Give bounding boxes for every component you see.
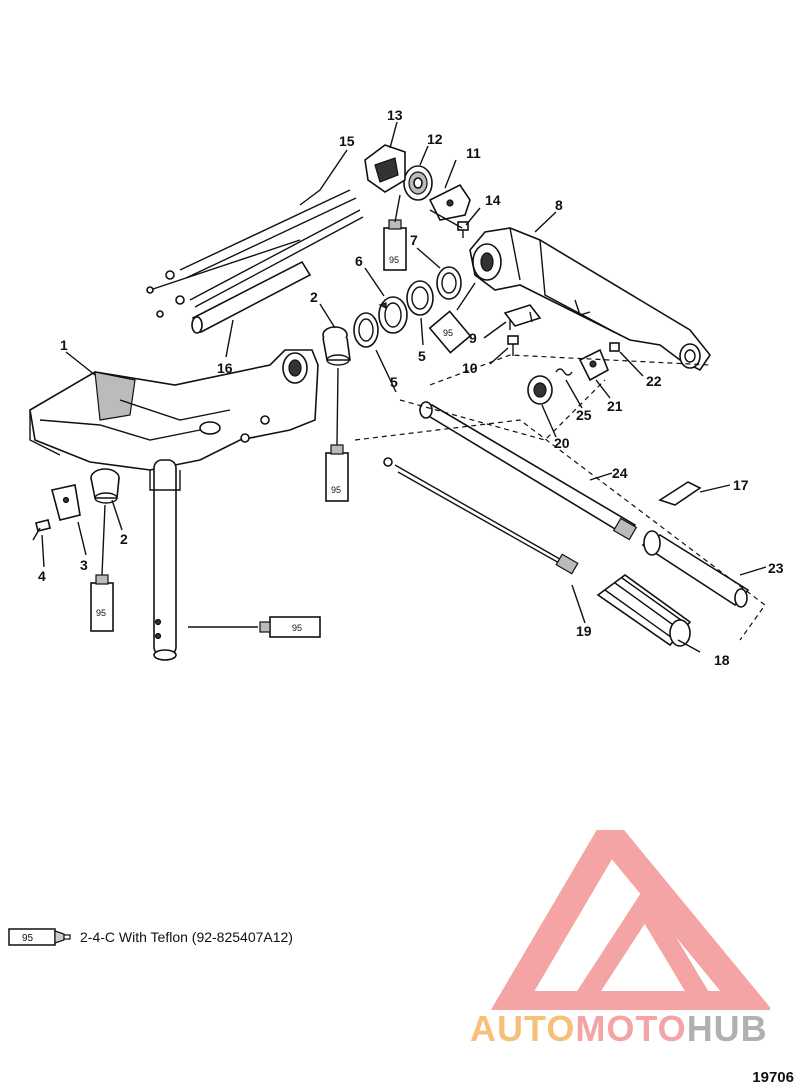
callout-22: 22: [646, 373, 662, 389]
part-1-bracket: [29, 349, 319, 661]
callout-2-center: 2: [310, 289, 318, 305]
callout-21: 21: [607, 398, 623, 414]
leader-lines: [41, 121, 767, 653]
part-2-bushing-center: [322, 326, 351, 366]
part-4-screw: [32, 519, 51, 541]
group-outline-lower: [354, 419, 766, 641]
svg-text:95: 95: [443, 328, 453, 338]
callout-15: 15: [339, 133, 355, 149]
part-16-sleeve: [191, 260, 312, 334]
part-17-band: [658, 481, 702, 506]
callout-24: 24: [612, 465, 628, 481]
part-10-screw: [507, 335, 519, 356]
part-19-cable: [383, 457, 579, 575]
group-outline-upper: [429, 354, 711, 386]
part-23-throttle-tube: [641, 530, 750, 608]
grease-tube-5: 95: [259, 616, 321, 638]
callout-1: 1: [60, 337, 68, 353]
callout-2-left: 2: [120, 531, 128, 547]
callout-19: 19: [576, 623, 592, 639]
callout-8: 8: [555, 197, 563, 213]
part-7-ring: [436, 266, 462, 300]
svg-text:95: 95: [389, 255, 399, 265]
callout-4: 4: [38, 568, 46, 584]
part-12-gear: [403, 165, 433, 201]
grease-tube-2: 95: [428, 310, 472, 354]
part-18-grip: [596, 574, 692, 647]
callout-11: 11: [466, 145, 481, 161]
part-5-washer-a: [353, 312, 379, 348]
watermark-moto: MOTO: [575, 1008, 687, 1049]
callout-9: 9: [469, 330, 477, 346]
part-5-washer-b: [406, 280, 434, 316]
svg-text:95: 95: [96, 608, 106, 618]
part-25-spring: [555, 368, 573, 376]
callout-5-upper: 5: [418, 348, 426, 364]
watermark-logo: [490, 830, 770, 1010]
callout-6: 6: [355, 253, 363, 269]
figure-number: 19706: [752, 1069, 794, 1086]
watermark-wordmark: AUTOMOTOHUB: [470, 1008, 768, 1050]
svg-text:95: 95: [331, 485, 341, 495]
grease-tube-4: 95: [90, 574, 114, 632]
part-20-knob: [527, 375, 553, 405]
part-21-bracket: [578, 348, 610, 382]
part-11-plate: [428, 183, 471, 221]
part-8-tiller-arm: [469, 227, 711, 372]
legend-tube-mark: 95: [22, 933, 34, 944]
svg-text:95: 95: [292, 623, 302, 633]
part-24-shaft: [419, 401, 638, 541]
callout-18: 18: [714, 652, 730, 668]
part-9-clip: [503, 304, 542, 330]
watermark-hub: HUB: [686, 1008, 768, 1049]
part-6-retainer: [378, 296, 408, 334]
part-2-bushing-left: [90, 468, 120, 504]
callout-3: 3: [80, 557, 88, 573]
callout-7: 7: [410, 232, 418, 248]
callout-20: 20: [554, 435, 570, 451]
part-3-plate: [51, 484, 81, 521]
callout-25: 25: [576, 407, 592, 423]
callout-13: 13: [387, 107, 403, 123]
legend: 95 2-4-C With Teflon (92-825407A12): [8, 926, 293, 948]
grease-tube-3: 95: [325, 444, 349, 502]
part-22-screw: [609, 342, 620, 352]
callout-16: 16: [217, 360, 233, 376]
callout-10: 10: [462, 360, 478, 376]
watermark-auto: AUTO: [470, 1008, 576, 1049]
callout-5-lower: 5: [390, 374, 398, 390]
callout-23: 23: [768, 560, 784, 576]
callout-14: 14: [485, 192, 501, 208]
part-15-cables: [146, 189, 364, 318]
callout-17: 17: [733, 477, 749, 493]
callout-12: 12: [427, 131, 443, 147]
grease-tube-icon: 95: [8, 928, 71, 946]
grease-tube-1: 95: [383, 219, 407, 271]
part-13-cam: [364, 144, 406, 193]
legend-text: 2-4-C With Teflon (92-825407A12): [80, 929, 293, 945]
